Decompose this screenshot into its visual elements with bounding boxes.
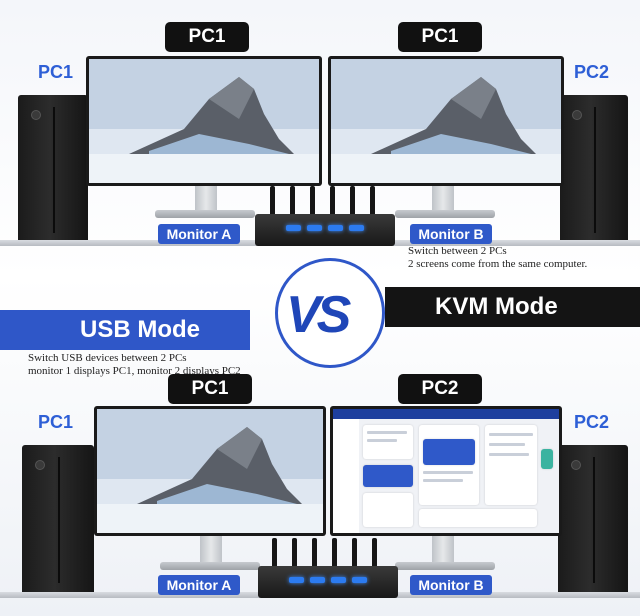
dashboard-text-line [367,439,397,442]
kvm-note-line1: Switch between 2 PCs [408,245,507,257]
top-right-side-label: PC2 [574,62,610,82]
bottom-kvm-switch [258,566,398,598]
bottom-right-screen [333,409,559,533]
dashboard-card [419,509,537,527]
antenna [370,186,375,216]
dashboard-card [363,493,413,527]
top-left-screen [89,59,319,183]
top-right-monitor [328,56,564,186]
bottom-right-stand-neck [432,534,454,564]
bottom-right-stand-base [395,562,495,570]
dashboard-text-line [489,433,533,436]
usb-mode-title: USB Mode [80,316,200,343]
antenna [290,186,295,216]
top-right-pc-tag: PC1 [398,22,482,52]
kvm-mode-title: KVM Mode [435,293,558,320]
iceberg-image [331,59,561,183]
top-monitor-b-label: Monitor B [410,224,492,244]
top-left-pc-tower [18,95,88,245]
dashboard-sidebar [333,419,359,533]
top-left-stand-neck [195,182,217,212]
iceberg-image [97,409,323,533]
top-right-pc-tower [560,95,628,245]
kvm-note-line2: 2 screens come from the same computer. [408,258,588,270]
iceberg-image [89,59,319,183]
top-left-pc-tag: PC1 [165,22,249,52]
top-monitor-a-label: Monitor A [158,224,240,244]
bottom-left-pc-tag: PC1 [168,374,252,404]
dashboard-text-line [489,443,525,446]
antenna [332,538,337,568]
bottom-left-screen [97,409,323,533]
top-right-stand-neck [432,182,454,212]
antenna [272,538,277,568]
bottom-right-pc-tag: PC2 [398,374,482,404]
dashboard-app-screen [333,409,559,533]
bottom-left-monitor [94,406,326,536]
vs-text: VS [286,286,351,344]
dashboard-image [423,439,475,465]
antenna [372,538,377,568]
top-left-side-label: PC1 [38,62,74,82]
antenna [270,186,275,216]
antenna [312,538,317,568]
bottom-right-pc-tower [558,445,628,595]
dashboard-card [485,425,537,505]
top-left-stand-base [155,210,255,218]
dashboard-topbar [333,409,559,419]
dashboard-card [363,465,413,487]
antenna [352,538,357,568]
dashboard-text-line [367,431,407,434]
bottom-left-pc-tower [22,445,94,595]
usb-note-line1: Switch USB devices between 2 PCs [28,352,187,364]
vs-badge [275,258,385,368]
bottom-left-stand-base [160,562,260,570]
antenna [310,186,315,216]
top-left-monitor [86,56,322,186]
top-kvm-switch [255,214,395,246]
bottom-left-side-label: PC1 [38,412,74,432]
antenna [350,186,355,216]
top-right-screen [331,59,561,183]
kvm-mode-banner [385,287,640,327]
bottom-left-stand-neck [200,534,222,564]
usb-mode-banner [0,310,250,350]
dashboard-card [419,425,479,505]
dashboard-text-line [489,453,529,456]
antenna [330,186,335,216]
dashboard-side-tab [541,449,553,469]
bottom-monitor-b-label: Monitor B [410,575,492,595]
dashboard-card [363,425,413,459]
bottom-right-side-label: PC2 [574,412,610,432]
dashboard-text-line [423,471,473,474]
dashboard-text-line [423,479,463,482]
bottom-right-monitor [330,406,562,536]
antenna [292,538,297,568]
bottom-monitor-a-label: Monitor A [158,575,240,595]
top-right-stand-base [395,210,495,218]
